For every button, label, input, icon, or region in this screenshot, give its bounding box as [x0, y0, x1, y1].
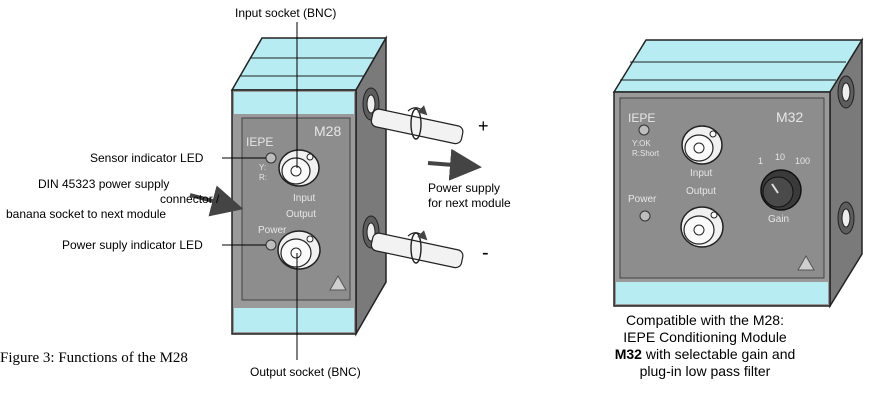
minus-sign: -	[482, 242, 489, 264]
m28-iepe-label: IEPE	[246, 135, 273, 149]
m32-bnc-output	[680, 206, 724, 248]
m28-power-led	[265, 239, 277, 251]
input-socket-label: Input socket (BNC)	[235, 6, 336, 20]
m28-bnc-output	[277, 230, 321, 270]
m32-model-label: M32	[776, 109, 803, 125]
m32-gain-100: 100	[795, 156, 810, 166]
m32-module: M32 IEPE Y:OK R:Short Input Output Power…	[612, 37, 864, 309]
plus-sign: +	[478, 116, 489, 136]
m32-caption-model: M32	[614, 346, 642, 362]
m32-logo-icon	[797, 254, 815, 271]
m32-caption-line2: IEPE Conditioning Module	[623, 329, 787, 345]
m32-power-led	[639, 210, 651, 222]
m32-gain-10: 10	[775, 152, 785, 162]
m32-caption-line4: plug-in low pass filter	[639, 363, 771, 379]
m32-bnc-input	[681, 125, 723, 165]
m32-iepe-label: IEPE	[628, 111, 655, 125]
m28-side-face	[355, 35, 387, 337]
m32-caption-line3-rest: with selectable gain and	[641, 346, 796, 362]
m32-power-label: Power	[628, 194, 657, 205]
m32-gain-1: 1	[758, 156, 763, 166]
din-label-line1: DIN 45323 power supply	[38, 177, 169, 191]
power-supply-label-line2: for next module	[428, 196, 511, 210]
m32-gain-knob	[760, 169, 802, 211]
m32-led-legend-short: R:Short	[632, 149, 660, 158]
din-arrow	[189, 185, 244, 217]
m28-bottom-band	[234, 308, 354, 332]
banana-plug-minus	[370, 230, 464, 269]
m28-model-label: M28	[314, 123, 341, 139]
m32-bottom-band	[616, 282, 828, 304]
m32-led-legend-ok: Y:OK	[632, 139, 651, 148]
m28-top-band	[234, 92, 354, 114]
din-label-line2: connector /	[160, 192, 220, 206]
m32-gain-label: Gain	[768, 214, 789, 225]
power-supply-label-line1: Power supply	[428, 181, 500, 195]
banana-plug-plus	[370, 105, 464, 145]
m28-input-label: Input	[293, 193, 315, 204]
din-label-line3: banana socket to next module	[6, 207, 166, 221]
m28-sensor-led	[265, 152, 277, 164]
m32-input-label: Input	[690, 168, 712, 179]
m32-caption-line1: Compatible with the M28:	[626, 312, 784, 328]
m28-led-legend-short: R:	[259, 173, 267, 182]
m28-side-connector-top	[362, 87, 380, 121]
m28-output-label: Output	[286, 209, 316, 220]
m28-led-legend-ok: Y:	[259, 163, 266, 172]
output-socket-label: Output socket (BNC)	[250, 365, 361, 379]
m32-top-face	[612, 39, 864, 93]
m28-module: + - M28 IEPE Y: R: Input Output Power	[230, 35, 489, 337]
m32-caption: Compatible with the M28: IEPE Conditioni…	[585, 312, 825, 380]
sensor-led-label: Sensor indicator LED	[90, 151, 204, 165]
m32-caption-line3: M32 with selectable gain and	[585, 346, 825, 363]
m28-logo-icon	[329, 274, 347, 291]
m28-bnc-input	[278, 149, 320, 187]
power-led-label: Power suply indicator LED	[62, 238, 203, 252]
m32-output-label: Output	[686, 186, 716, 197]
figure-caption: Figure 3: Functions of the M28	[0, 350, 188, 366]
m28-power-label: Power	[258, 225, 287, 236]
m28-panel	[241, 117, 351, 301]
m32-sensor-led	[638, 124, 650, 136]
power-supply-arrow	[427, 148, 482, 181]
